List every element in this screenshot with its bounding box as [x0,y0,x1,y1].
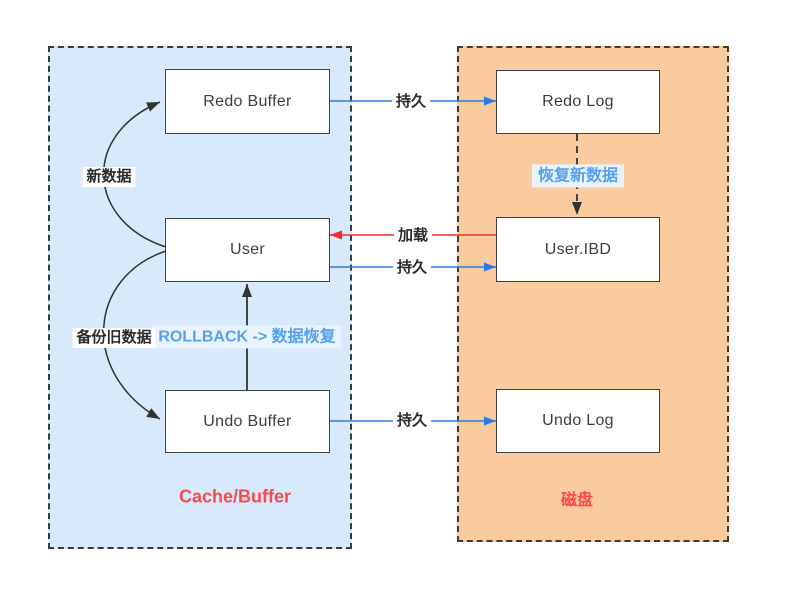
node-undo-buffer: Undo Buffer [165,390,330,453]
node-undo-log: Undo Log [496,389,660,453]
node-redo-log: Redo Log [496,70,660,134]
edge-label-persist-undo: 持久 [392,411,432,431]
node-user-ibd: User.IBD [496,217,660,282]
node-user-ibd-label: User.IBD [544,240,612,258]
edge-label-persist-redo: 持久 [391,92,431,112]
node-redo-buffer-label: Redo Buffer [203,92,292,110]
node-redo-buffer: Redo Buffer [165,69,330,134]
edge-label-rollback: ROLLBACK -> 数据恢复 [152,325,342,349]
edge-label-load: 加载 [393,226,433,246]
edge-label-recover-new-data: 恢复新数据 [531,164,625,188]
node-user: User [165,218,330,282]
node-redo-log-label: Redo Log [542,93,614,110]
edge-label-backup-old-data: 备份旧数据 [72,328,156,348]
node-undo-log-label: Undo Log [542,412,614,429]
region-label-cache-buffer: Cache/Buffer [178,486,292,507]
region-label-disk: 磁盘 [560,492,594,509]
edge-label-persist-user: 持久 [392,258,432,278]
edge-label-new-data: 新数据 [82,167,136,187]
node-undo-buffer-label: Undo Buffer [203,412,292,430]
node-user-label: User [230,241,265,258]
